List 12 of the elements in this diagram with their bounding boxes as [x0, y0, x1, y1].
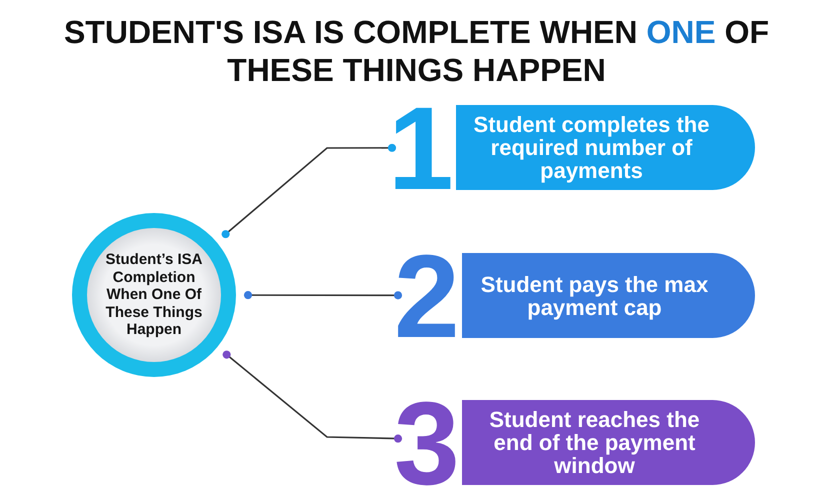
connector-line [222, 350, 402, 443]
step-text: Student completes the required number of payments [472, 113, 710, 182]
step-text: Student reaches the end of the payment window [488, 408, 701, 477]
step-number: 2 [394, 254, 460, 340]
diagram-title: STUDENT'S ISA IS COMPLETE WHEN ONE OF THESE THINGS HAPPEN [62, 13, 770, 89]
hub-text: Student’s ISA Completion When One Of These Things Happen [104, 251, 204, 339]
step-text: Student pays the max payment cap [480, 272, 710, 318]
connector-line [244, 291, 402, 300]
connector-line [222, 144, 396, 238]
hub-circle [72, 213, 236, 377]
step-number: 3 [394, 401, 460, 487]
step-number: 1 [388, 106, 454, 192]
